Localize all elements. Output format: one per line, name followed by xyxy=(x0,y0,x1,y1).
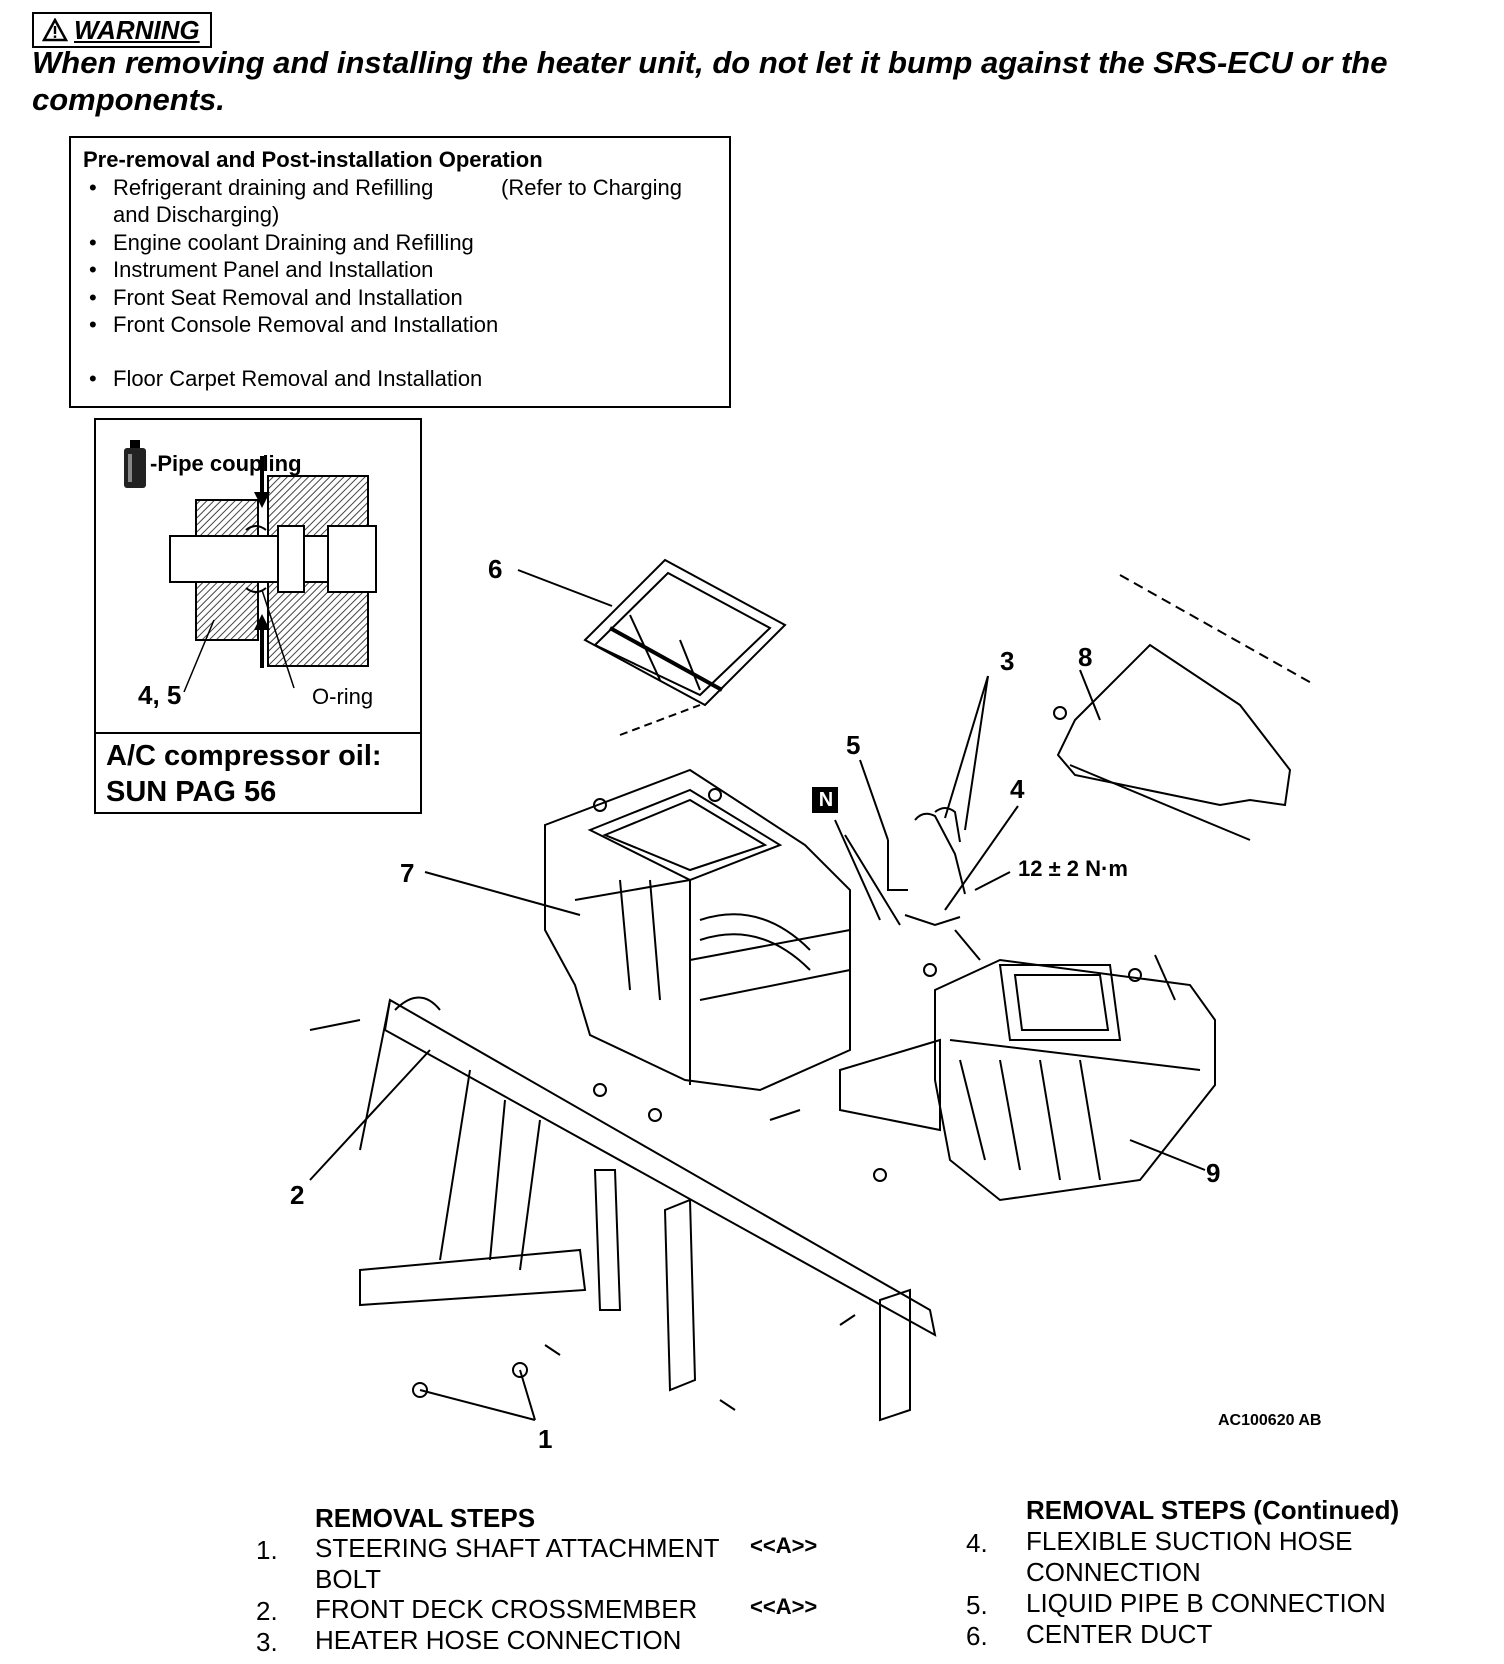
callout-3: 3 xyxy=(1000,646,1015,676)
compressor-oil-note: A/C compressor oil: SUN PAG 56 xyxy=(96,732,420,812)
callout-1: 1 xyxy=(538,1424,553,1454)
list-item: Floor Carpet Removal and Installation xyxy=(83,365,717,393)
list-item-reference: (Refer to Charging xyxy=(501,174,682,200)
warning-text: When removing and installing the heater … xyxy=(32,45,1388,117)
list-item: Engine coolant Draining and Refilling xyxy=(83,229,717,257)
callout-5: 5 xyxy=(846,730,861,760)
torque-spec: 12 ± 2 N·m xyxy=(1018,856,1128,881)
pipe-coupling-title: -Pipe coupling xyxy=(120,438,302,490)
list-item-text: Refrigerant draining and Refilling xyxy=(113,174,434,200)
pipe-coupling-title-text: -Pipe coupling xyxy=(150,451,302,476)
figure-code: AC100620 AB xyxy=(1218,1412,1322,1429)
heater-unit xyxy=(544,768,851,1092)
warning-triangle-icon xyxy=(42,18,68,42)
pipe-coupling-diagram xyxy=(169,456,377,693)
compressor-oil-label: A/C compressor oil: xyxy=(106,740,382,772)
list-item: Front Seat Removal and Installation xyxy=(83,284,717,312)
callout-7: 7 xyxy=(400,858,415,888)
pipe-coupling-inset: -Pipe coupling 4, 5 O-ring A/C compresso… xyxy=(94,418,422,814)
callout-4: 4 xyxy=(1010,774,1025,804)
oil-can-icon xyxy=(124,440,146,488)
callout-o-ring: O-ring xyxy=(312,684,374,709)
list-item: Refrigerant draining and Refilling (Refe… xyxy=(83,174,717,202)
compressor-oil-value: SUN PAG 56 xyxy=(106,776,277,808)
front-deck-crossmember xyxy=(383,998,937,1337)
warning-title: WARNING xyxy=(74,15,200,45)
callout-9: 9 xyxy=(1206,1158,1221,1188)
n-mark-box xyxy=(812,787,838,813)
pre-removal-list: Refrigerant draining and Refilling (Refe… xyxy=(83,174,717,393)
callout-6: 6 xyxy=(488,554,503,584)
list-item: Front Console Removal and Installation xyxy=(83,311,717,339)
callout-4-5: 4, 5 xyxy=(138,680,182,710)
callout-2: 2 xyxy=(290,1180,305,1210)
pre-removal-box: Pre-removal and Post-installation Operat… xyxy=(69,136,731,408)
n-mark: N xyxy=(818,789,834,811)
pre-removal-heading: Pre-removal and Post-installation Operat… xyxy=(83,147,543,172)
center-duct xyxy=(583,558,787,707)
list-item-continuation: and Discharging) xyxy=(113,202,280,227)
blower-unit xyxy=(934,958,1216,1202)
callout-8: 8 xyxy=(1078,642,1093,672)
list-item: Instrument Panel and Installation xyxy=(83,256,717,284)
warning-label: WARNING xyxy=(32,12,212,48)
side-duct xyxy=(1056,643,1292,807)
